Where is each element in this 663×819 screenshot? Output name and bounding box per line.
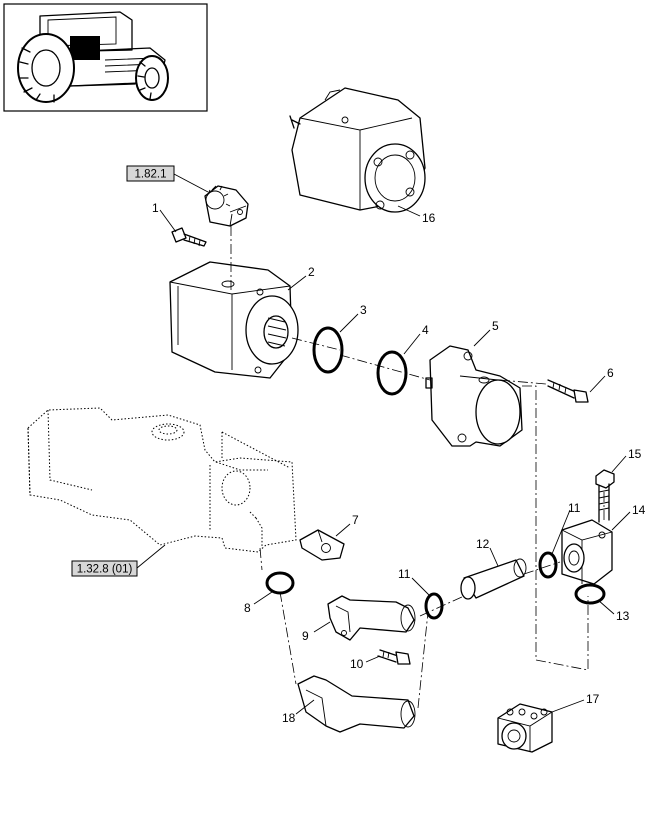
o-ring-11b — [538, 551, 558, 579]
callout-15: 15 — [628, 447, 642, 461]
callout-6: 6 — [607, 366, 614, 380]
callout-2: 2 — [308, 265, 315, 279]
flange-adaptor-5 — [425, 345, 523, 447]
bolt-15 — [595, 469, 615, 523]
elbow-pipe-18 — [297, 675, 416, 733]
alignment-lines — [230, 226, 605, 709]
reference-box-2: 1.32.8 (01) — [71, 544, 166, 577]
callout-1: 1 — [152, 201, 159, 215]
callout-9: 9 — [302, 629, 309, 643]
callouts: 1 2 3 4 5 6 7 8 9 10 11 11 12 13 14 15 1 — [152, 201, 646, 725]
reference-label-2: 1.32.8 (01) — [77, 564, 133, 576]
callout-17: 17 — [586, 692, 600, 706]
bolt-10 — [377, 649, 411, 665]
bolt-6 — [547, 379, 589, 403]
callout-11a: 11 — [398, 567, 411, 581]
o-ring-8 — [265, 571, 295, 595]
gear-subassembly — [204, 185, 249, 227]
callout-16: 16 — [422, 211, 436, 225]
reference-box-1: 1.82.1 — [126, 165, 209, 193]
gear-pump-2 — [169, 261, 299, 379]
callout-13: 13 — [616, 609, 630, 623]
callout-11b: 11 — [568, 501, 581, 515]
sleeve-12 — [460, 558, 527, 600]
callout-10: 10 — [350, 657, 364, 671]
callout-4: 4 — [422, 323, 429, 337]
o-ring-11a — [424, 592, 444, 620]
o-ring-4 — [376, 350, 408, 396]
bracket-7 — [299, 529, 345, 561]
housing-outline — [27, 407, 297, 553]
callout-5: 5 — [492, 319, 499, 333]
tractor-thumbnail — [3, 3, 208, 112]
callout-8: 8 — [244, 601, 251, 615]
pump-assembly-16 — [289, 87, 426, 213]
callout-3: 3 — [360, 303, 367, 317]
callout-18: 18 — [282, 711, 296, 725]
valve-block-17 — [497, 703, 553, 753]
o-ring-3 — [312, 326, 344, 374]
callout-14: 14 — [632, 503, 646, 517]
reference-label-1: 1.82.1 — [135, 169, 167, 181]
valve-block-14 — [561, 519, 613, 585]
callout-12: 12 — [476, 537, 490, 551]
bolt-1 — [171, 227, 207, 247]
o-ring-13 — [574, 583, 606, 605]
callout-7: 7 — [352, 513, 359, 527]
elbow-pipe-9 — [327, 595, 416, 641]
